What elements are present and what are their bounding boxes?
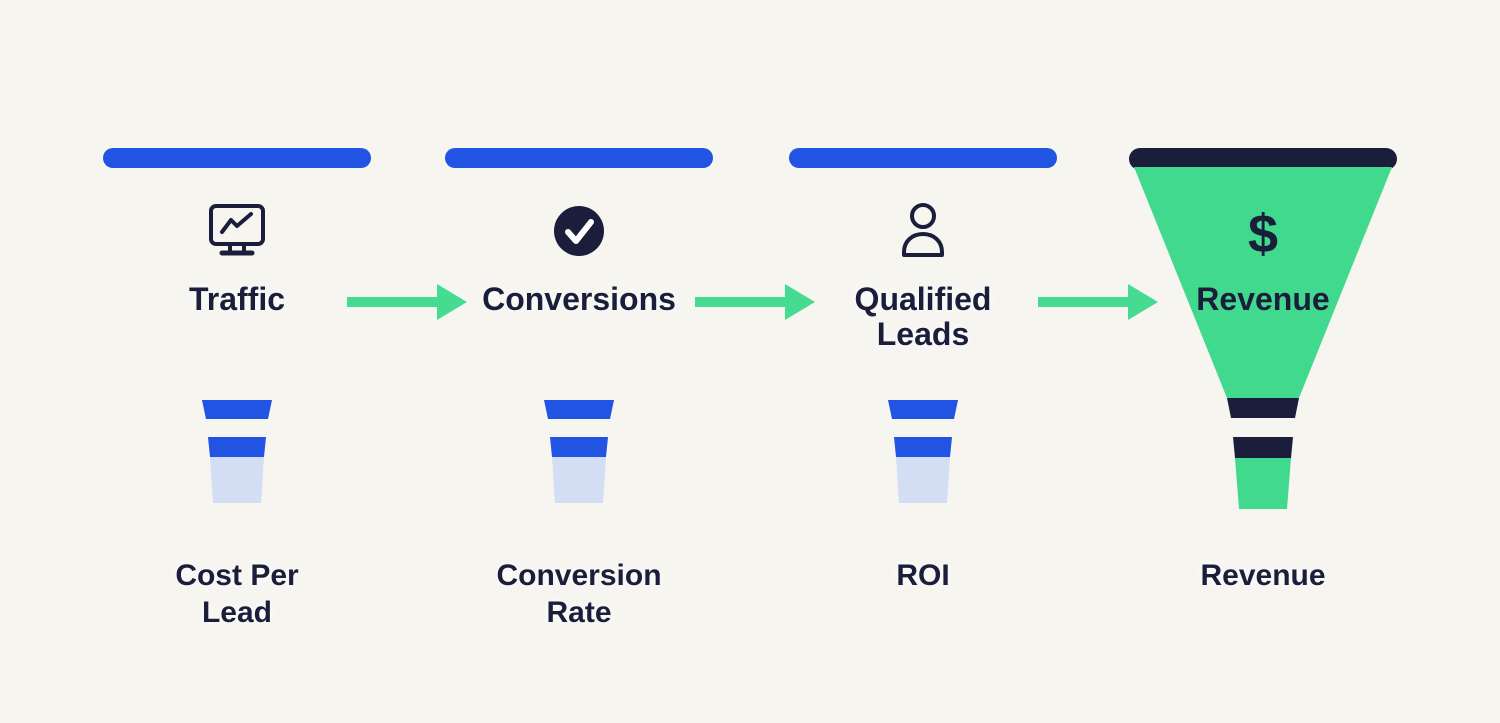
- stage-bar: [445, 148, 713, 168]
- metric-roi: ROI: [823, 400, 1023, 594]
- arrow-conversions-to-leads: [695, 284, 815, 320]
- metric-label: Revenue: [1200, 559, 1326, 592]
- metric-label: Conversion Rate: [496, 559, 662, 629]
- metric-revenue: Revenue: [1163, 400, 1363, 594]
- stage-label: Conversions: [482, 281, 676, 317]
- stage-revenue-funnel: $ Revenue: [1129, 148, 1397, 518]
- funnel-top-bar: [1129, 148, 1397, 170]
- check-circle-icon: [554, 203, 604, 259]
- monitor-chart-icon: [207, 203, 267, 259]
- arrow-leads-to-revenue: [1038, 284, 1158, 320]
- stage-conversions: Conversions: [445, 148, 713, 317]
- stage-qualified-leads: Qualified Leads: [789, 148, 1057, 352]
- stage-label: Traffic: [188, 281, 286, 317]
- person-icon: [896, 203, 950, 259]
- stage-label: Revenue: [1196, 281, 1330, 317]
- metric-conversion-rate: Conversion Rate: [479, 400, 679, 631]
- mini-funnel-icon: [888, 400, 958, 503]
- funnel-icon: [1134, 167, 1392, 509]
- mini-funnel-icon: [544, 400, 614, 503]
- metric-label: ROI: [896, 559, 950, 592]
- metric-label: Cost Per Lead: [175, 559, 299, 629]
- arrow-traffic-to-conversions: [347, 284, 467, 320]
- dollar-sign: $: [1247, 204, 1279, 264]
- stage-bar: [789, 148, 1057, 168]
- mini-funnel-icon: [202, 400, 272, 503]
- stage-bar: [103, 148, 371, 168]
- metric-cost-per-lead: Cost Per Lead: [137, 400, 337, 631]
- stage-label: Qualified Leads: [854, 281, 992, 352]
- stage-traffic: Traffic: [103, 148, 371, 317]
